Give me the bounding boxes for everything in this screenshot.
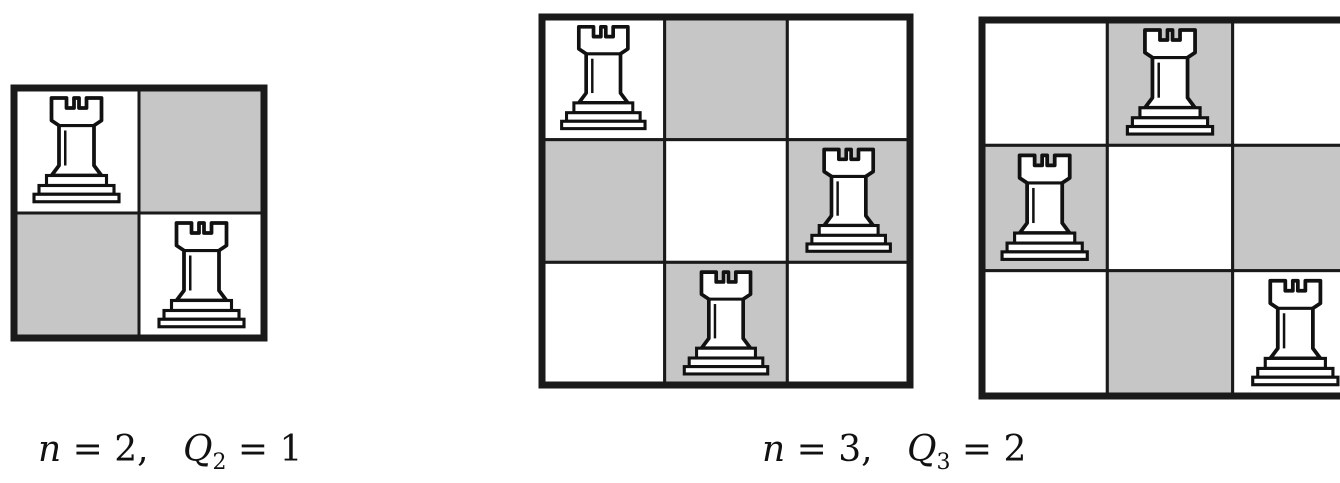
equals-sign: = [73, 429, 115, 470]
caption-q-symbol: Q [183, 429, 213, 470]
light-square [1107, 145, 1232, 270]
comma: , [137, 429, 171, 470]
light-square [665, 140, 788, 263]
dark-square [1107, 271, 1232, 396]
light-square [1233, 20, 1340, 145]
light-square [542, 262, 665, 385]
light-square [982, 271, 1107, 396]
dark-square [139, 88, 264, 213]
equals-sign: = [238, 429, 280, 470]
caption-q-value: 2 [1004, 429, 1027, 470]
caption-n3: n = 3, Q3 = 2 [762, 432, 1026, 474]
light-square [982, 20, 1107, 145]
comma: , [861, 429, 895, 470]
board-2 [542, 17, 910, 385]
caption-n-symbol: n [38, 429, 61, 470]
board-1 [14, 88, 264, 338]
caption-q-subscript: 3 [936, 450, 950, 475]
caption-q-value: 1 [280, 429, 303, 470]
light-square [787, 17, 910, 140]
light-square [787, 262, 910, 385]
dark-square [542, 140, 665, 263]
equals-sign: = [797, 429, 839, 470]
dark-square [1233, 145, 1340, 270]
dark-square [665, 17, 788, 140]
caption-q-subscript: 2 [212, 450, 226, 475]
equals-sign: = [962, 429, 1004, 470]
caption-n-symbol: n [762, 429, 785, 470]
board-3 [982, 20, 1340, 396]
dark-square [14, 213, 139, 338]
caption-q-symbol: Q [907, 429, 937, 470]
caption-n-value: 3 [838, 429, 861, 470]
caption-n-value: 2 [114, 429, 137, 470]
caption-n2: n = 2, Q2 = 1 [38, 432, 302, 474]
